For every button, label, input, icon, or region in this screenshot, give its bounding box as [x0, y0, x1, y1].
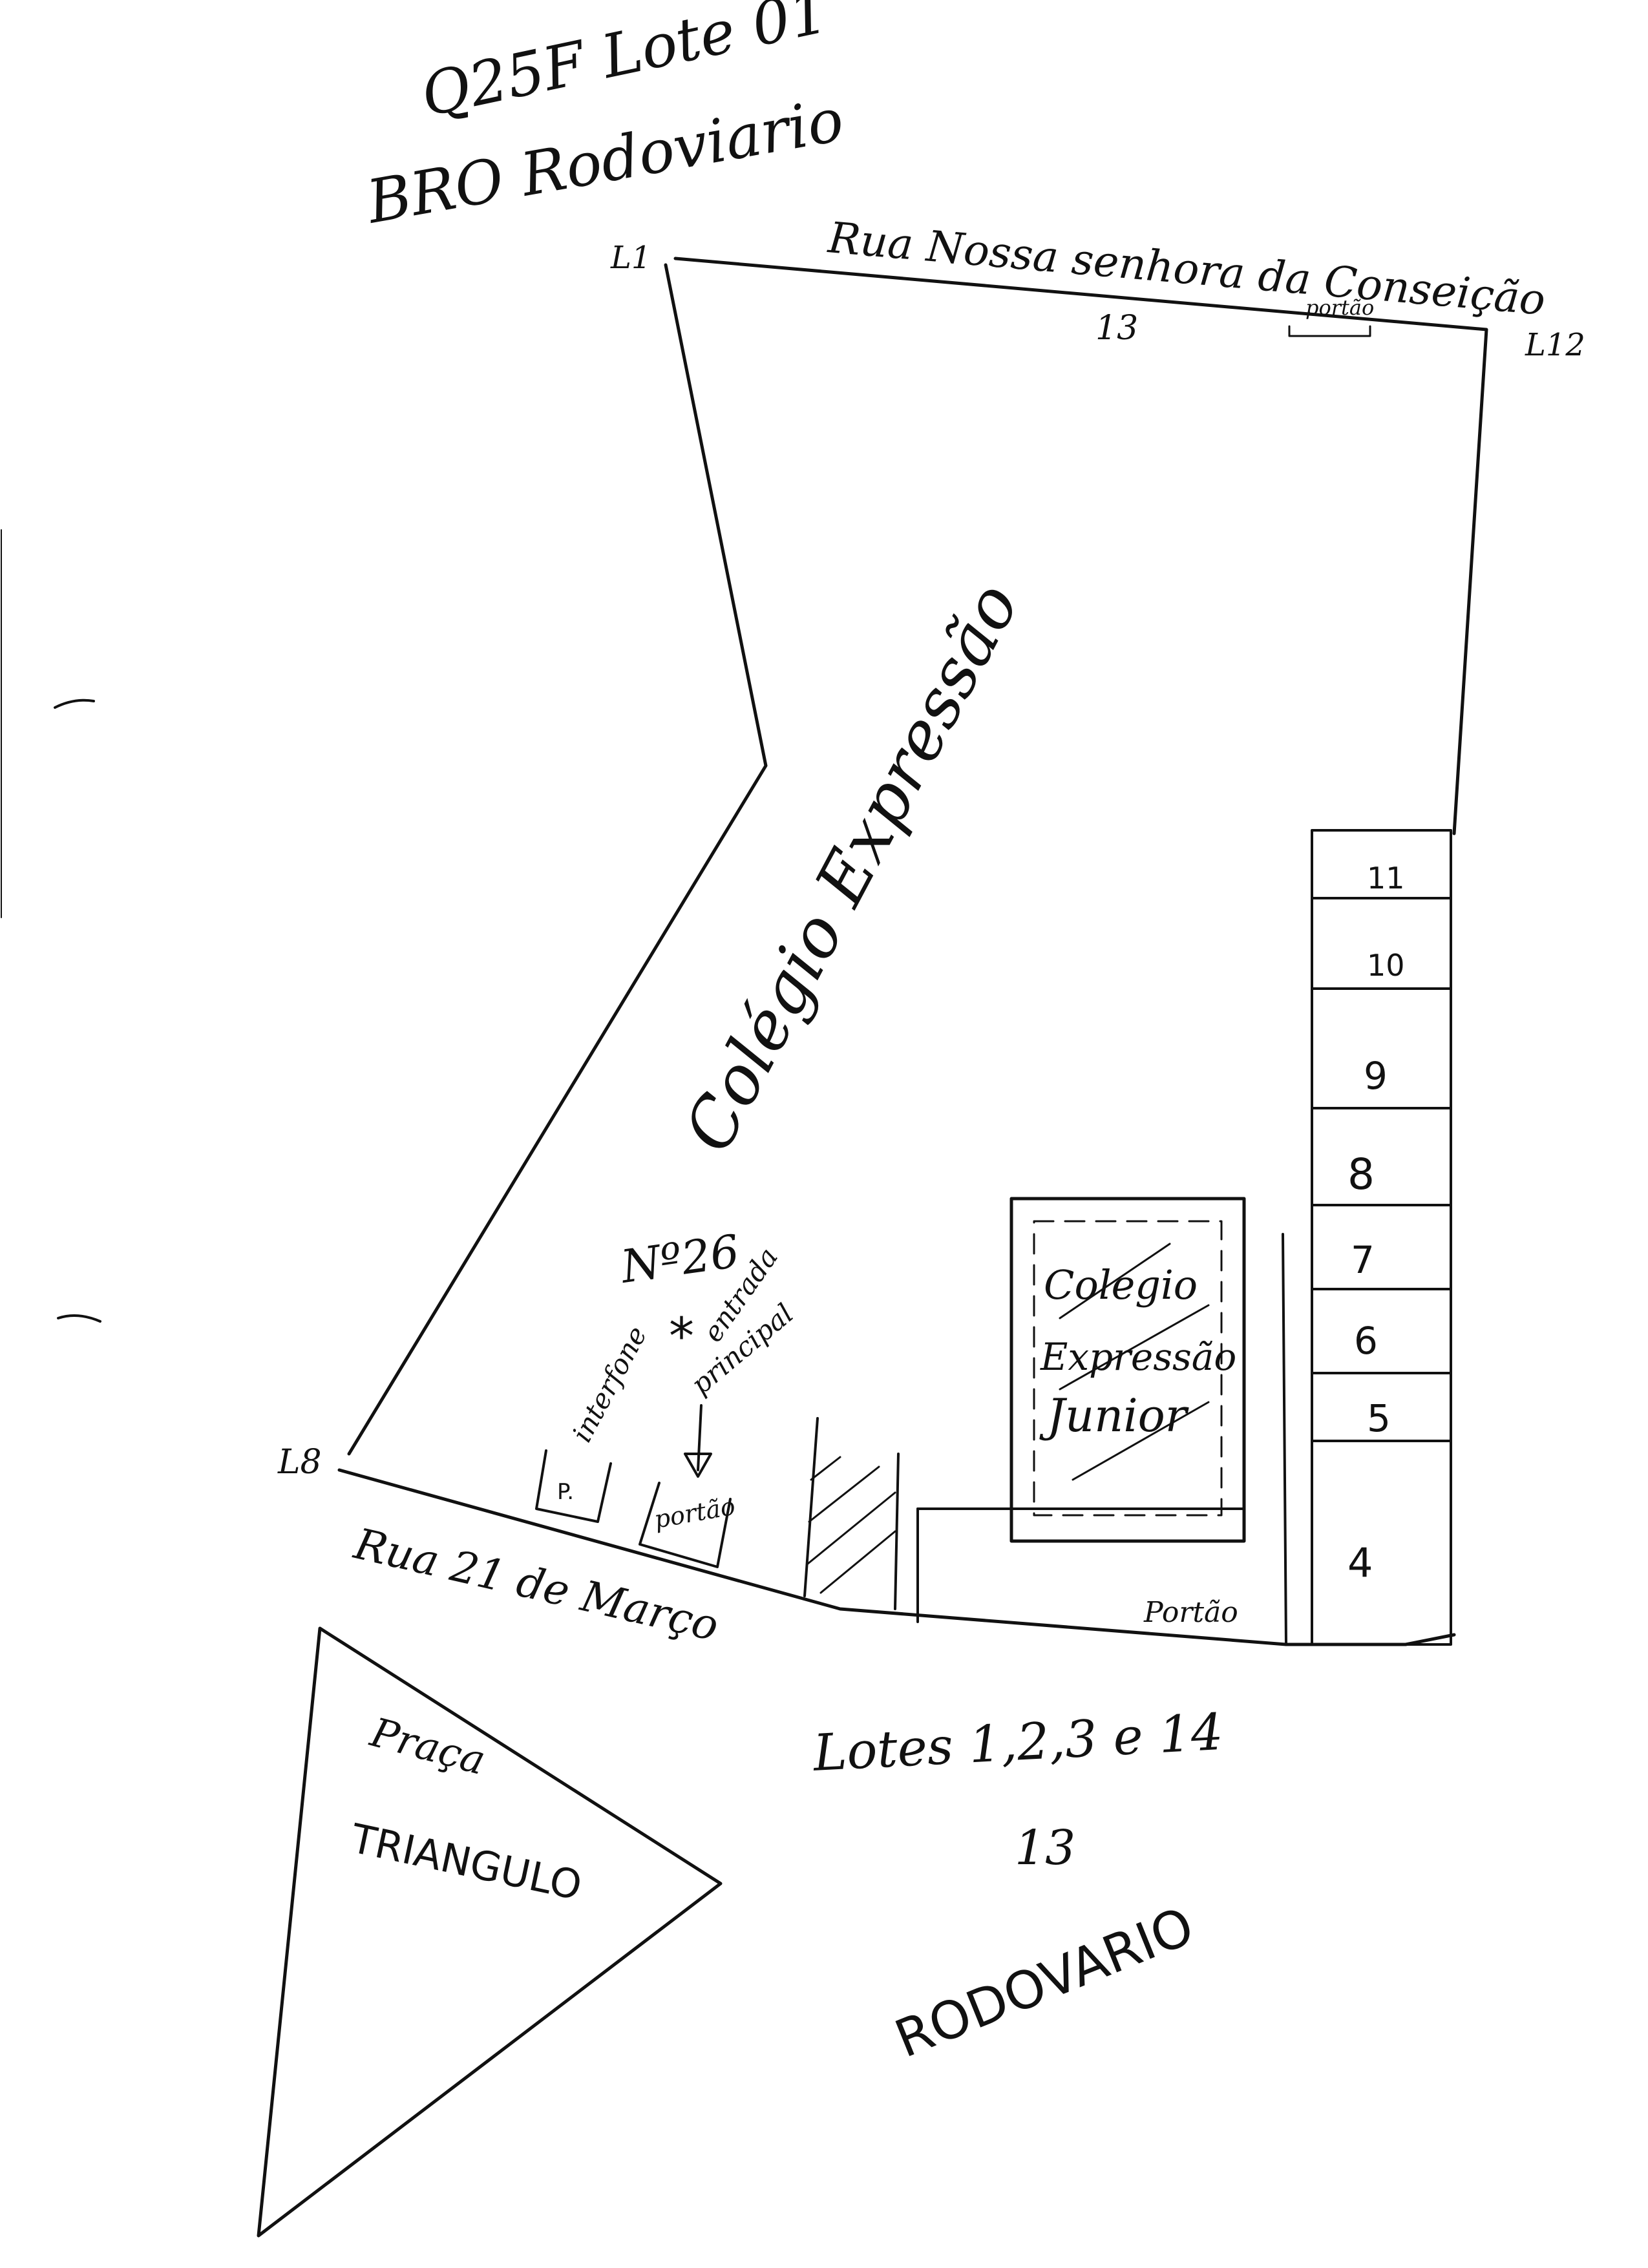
corner-label-l12: L12 [1525, 327, 1585, 363]
gate-label-bottom-right: Portão [1143, 1596, 1238, 1629]
lot-boundary-top-right [673, 257, 1488, 835]
inner-wall-top [916, 1507, 1245, 1542]
junior-label-line-1: Colegio [1044, 1261, 1198, 1308]
gate-top-marker [1288, 325, 1371, 337]
lot-label-10: 10 [1367, 948, 1405, 983]
junior-hatch [1059, 1243, 1171, 1319]
stray-mark [54, 698, 95, 709]
lot-number-bottom: 13 [1015, 1820, 1075, 1876]
lot-label-7: 7 [1351, 1238, 1375, 1282]
lot-label-5: 5 [1367, 1396, 1391, 1440]
strip-edge [803, 1417, 819, 1597]
lots-column: 11 10 9 8 7 6 5 4 [1311, 829, 1452, 1646]
arrow-head [684, 1453, 712, 1478]
arrow-shaft [697, 1404, 703, 1471]
junior-building: Colegio Expressão Junior [1009, 1197, 1246, 1543]
school-name: Colégio Expressão [668, 570, 1034, 1164]
corner-label-l1: L1 [610, 240, 651, 276]
strip-hatch [819, 1530, 896, 1594]
street-bottom: Rua 21 de Março [349, 1518, 723, 1651]
junior-building-inner [1033, 1220, 1223, 1517]
intercom-box-label: P. [557, 1479, 574, 1505]
lot-label-6: 6 [1354, 1319, 1378, 1363]
praca-label-line-1: Praça [365, 1708, 491, 1784]
praca-triangulo-outline [257, 1626, 723, 2238]
strip-edge [894, 1453, 900, 1610]
lot-number-top: 13 [1095, 309, 1138, 348]
intercom-label: interfone [566, 1321, 653, 1447]
gate-label-top: portão [1305, 295, 1374, 320]
gate-box-bottom-left [639, 1482, 732, 1568]
lots-column-left-wall [1282, 1233, 1287, 1646]
lot-label-9: 9 [1364, 1054, 1388, 1098]
intercom-box [535, 1449, 612, 1523]
rodoviario-label: RODOVARIO [887, 1896, 1201, 2070]
hatched-strip [803, 1417, 900, 1610]
junior-hatch [1072, 1401, 1210, 1481]
junior-label-line-3: Junior [1039, 1389, 1189, 1442]
street-top: Rua Nossa senhora da Conseição [826, 213, 1548, 325]
entrance-arrow [684, 1404, 712, 1478]
lot-boundary-left [347, 263, 768, 1456]
lot-label-8: 8 [1347, 1150, 1375, 1199]
junior-hatch [1059, 1304, 1210, 1391]
lot-label-4: 4 [1347, 1539, 1373, 1586]
strip-hatch [808, 1465, 880, 1523]
lots-label: Lotes 1,2,3 e 14 [810, 1703, 1224, 1783]
strip-hatch [810, 1456, 841, 1481]
corner-label-l8: L8 [277, 1443, 322, 1482]
lots-column-frame [1311, 829, 1452, 1646]
junior-label-line-2: Expressão [1040, 1335, 1236, 1379]
stray-mark [57, 1314, 101, 1323]
junior-building-outline [1009, 1197, 1246, 1543]
school-number: Nº26 [617, 1224, 743, 1294]
entrance-asterisk: * [669, 1308, 694, 1366]
strip-hatch [807, 1491, 896, 1565]
lot-label-11: 11 [1367, 861, 1405, 896]
praca-label-line-2: TRIANGULO [346, 1814, 586, 1909]
